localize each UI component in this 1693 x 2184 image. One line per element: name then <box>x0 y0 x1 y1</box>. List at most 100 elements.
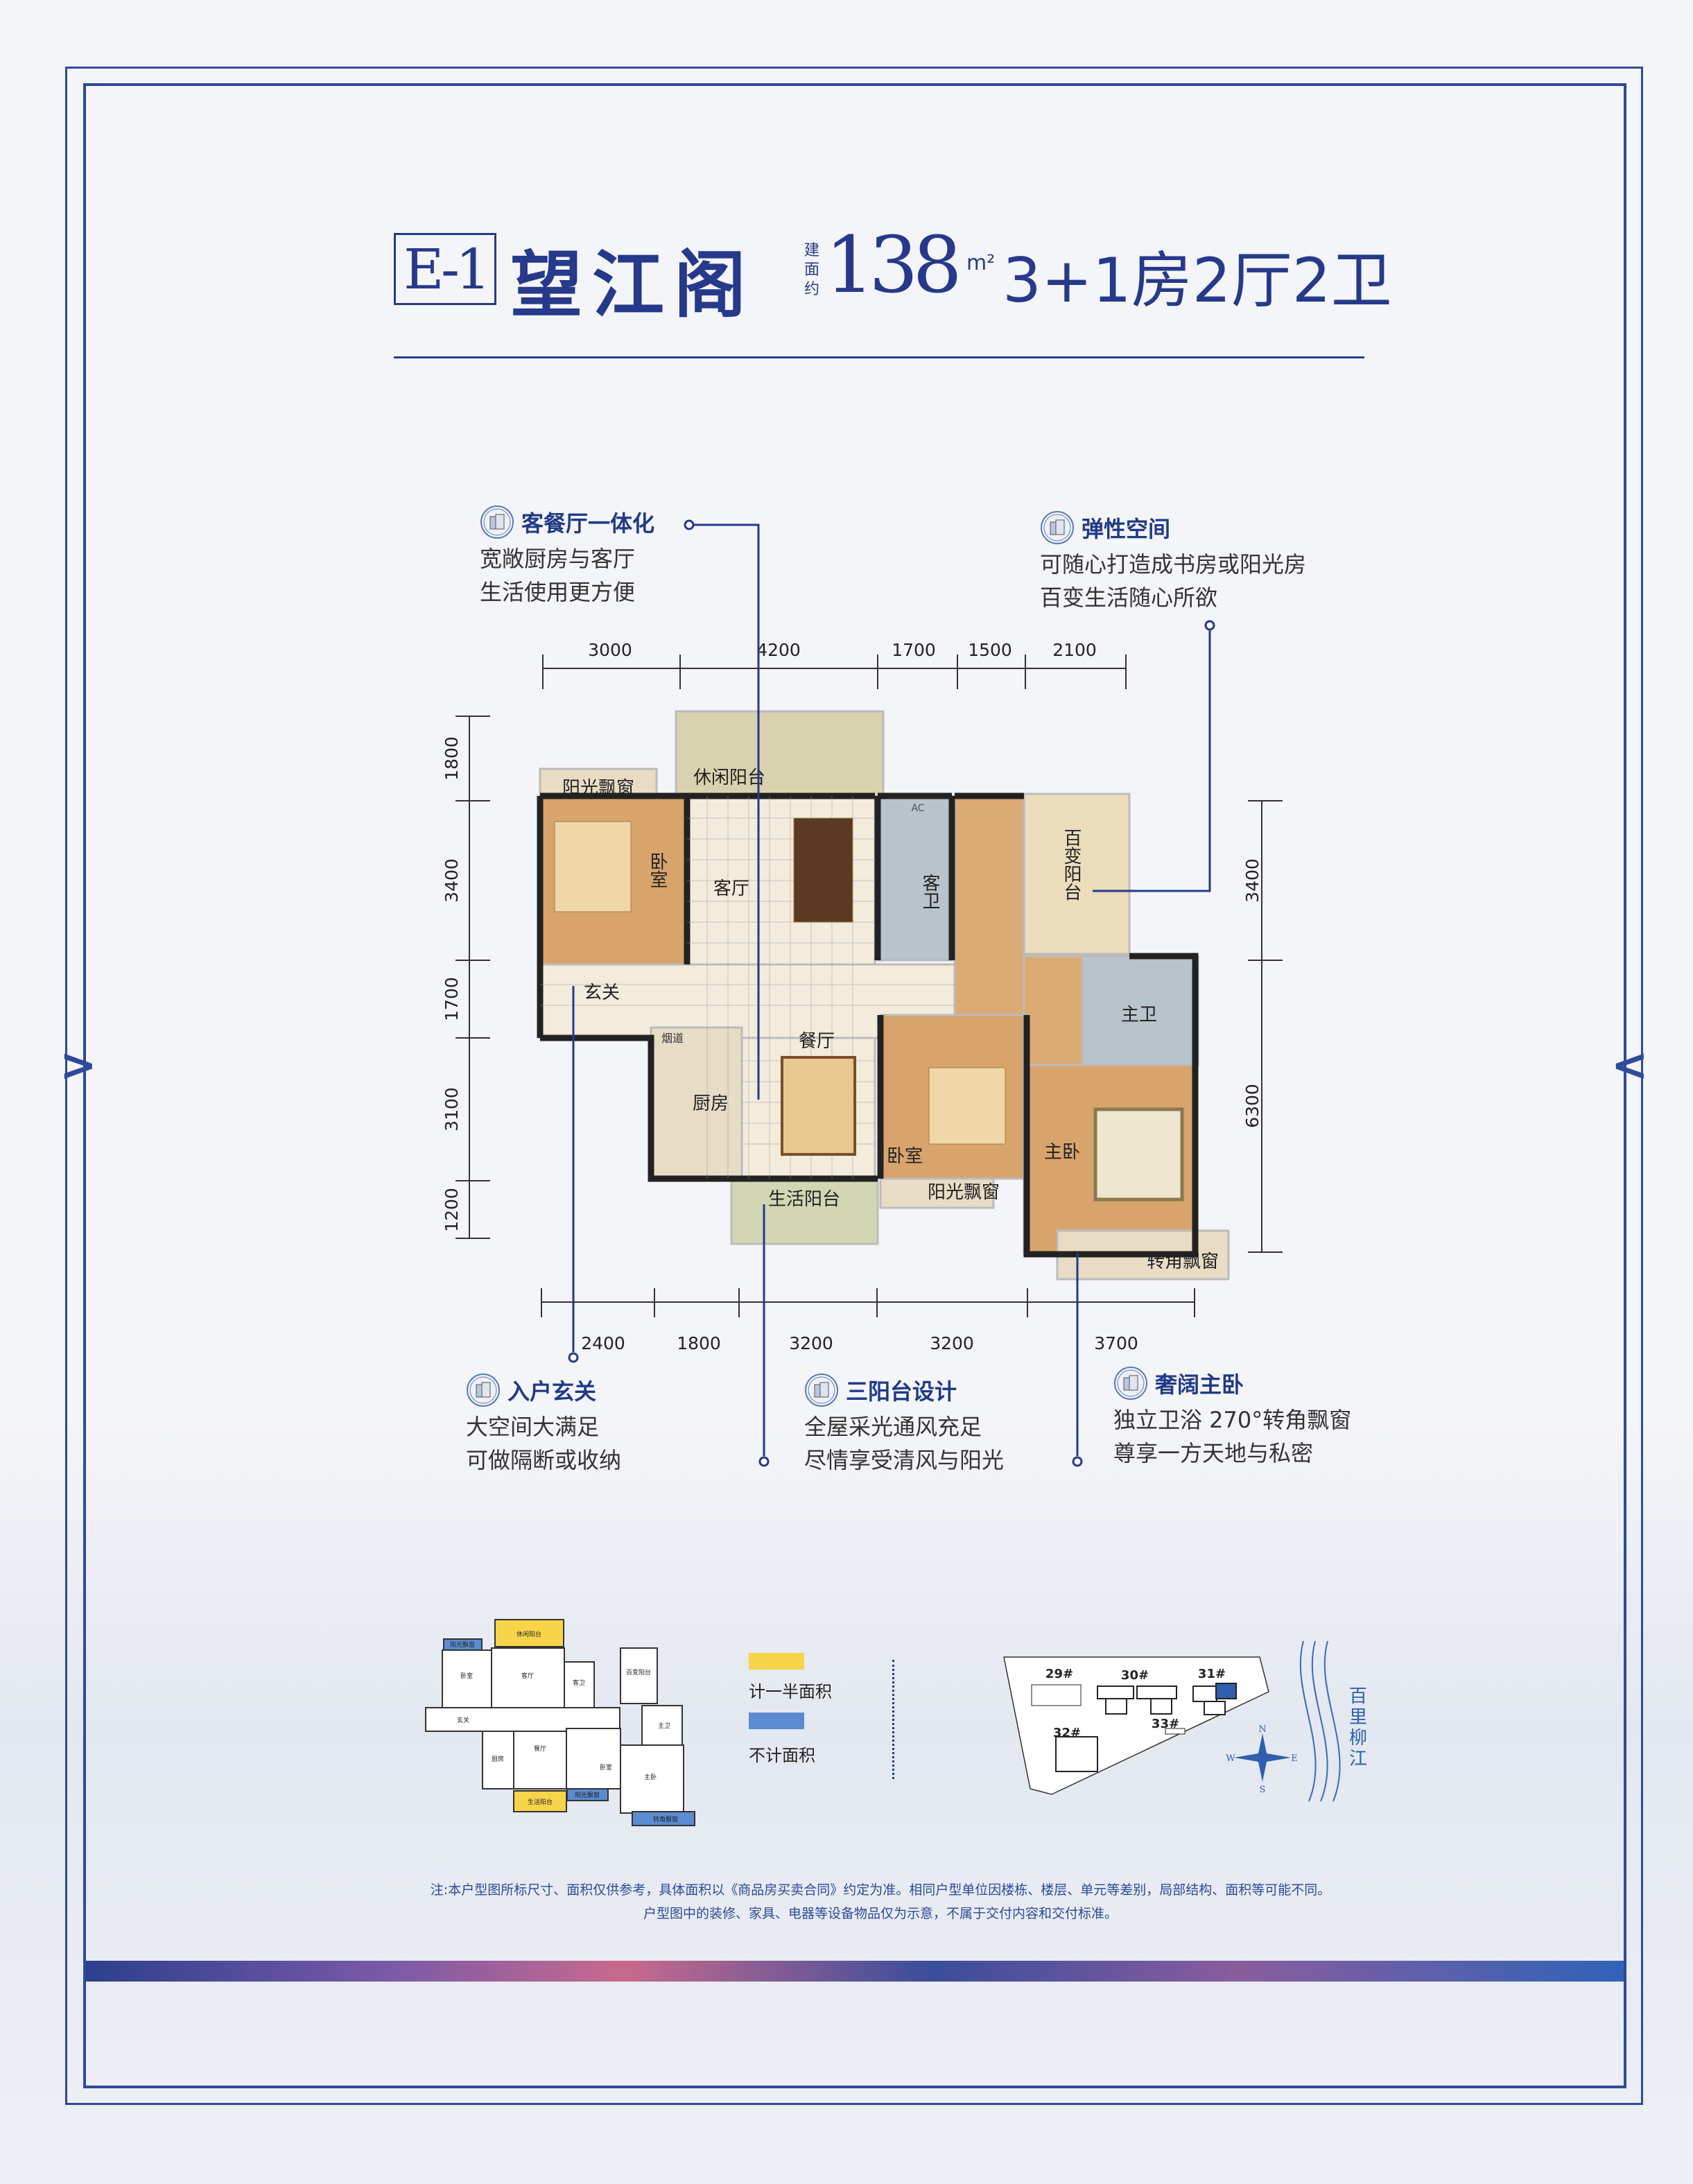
mini-foyer <box>425 1707 620 1732</box>
compass-s: S <box>1260 1785 1266 1795</box>
mini-corner-bay <box>632 1811 695 1826</box>
unit-name: 望江阁 <box>510 242 756 327</box>
label-utility-balcony: 生活阳台 <box>768 1189 840 1210</box>
river-label: 百里柳江 <box>1348 1686 1367 1769</box>
mini-master-bed <box>620 1744 684 1814</box>
sofa-icon <box>793 817 853 923</box>
mini-label: 阳光飘窗 <box>450 1640 475 1649</box>
callout-line: 可随心打造成书房或阳光房 <box>1040 551 1307 578</box>
label-master-bed: 主卧 <box>1044 1142 1080 1163</box>
dim-bottom-1: 2400 <box>581 1333 625 1353</box>
building-30b <box>1136 1685 1177 1699</box>
label-bay-mid: 阳光飘窗 <box>928 1182 1000 1203</box>
leader-lines <box>572 523 1211 1456</box>
callout-line: 百变生活随心所欲 <box>1040 584 1218 611</box>
label-guest-bath: 客卫 <box>919 874 940 910</box>
dim-top-5: 2100 <box>1052 640 1097 660</box>
legend-half-label: 计一半面积 <box>749 1682 832 1701</box>
flex-balcony <box>1023 792 1131 955</box>
label-bay-left: 阳光飘窗 <box>562 778 634 799</box>
dim-top-1: 3000 <box>588 640 632 660</box>
mini-label: 休闲阳台 <box>516 1630 541 1638</box>
label-bedroom-left: 卧室 <box>647 852 668 888</box>
label-foyer: 玄关 <box>584 982 620 1003</box>
mini-bay-mid <box>566 1788 609 1801</box>
callout-title: 弹性空间 <box>1082 516 1171 542</box>
building-icon <box>467 1373 500 1407</box>
compass-icon <box>1234 1733 1291 1782</box>
chevron-right-icon[interactable]: < <box>1611 1040 1649 1091</box>
mini-label: 主卫 <box>658 1722 670 1730</box>
legend-divider <box>892 1660 894 1779</box>
mini-flex-balcony <box>620 1647 658 1704</box>
compass-w: W <box>1226 1753 1235 1764</box>
building-label: 32# <box>1053 1726 1081 1740</box>
river-lines <box>1299 1640 1341 1802</box>
dim-left-2: 3400 <box>442 858 462 903</box>
disclaimer-line-1: 注:本户型图所标尺寸、面积仅供参考，具体面积以《商品房买卖合同》约定为准。相同户… <box>430 1882 1331 1898</box>
dimension-lines <box>455 655 1283 1317</box>
inner-frame <box>83 83 1626 2088</box>
callout-line: 独立卫浴 270°转角飘窗 <box>1113 1407 1352 1433</box>
building-31-highlight <box>1215 1683 1237 1699</box>
leisure-balcony <box>675 710 885 797</box>
disclaimer-line-2: 户型图中的装修、家具、电器等设备物品仅为示意，不属于交付内容和交付标准。 <box>643 1906 1118 1921</box>
bed-master-icon <box>1093 1107 1184 1202</box>
corridor <box>953 795 1025 1016</box>
area-unit: m² <box>966 251 996 275</box>
dim-left-5: 1200 <box>442 1188 462 1232</box>
mini-label: 生活阳台 <box>528 1798 553 1806</box>
dim-left-1: 1800 <box>442 736 462 781</box>
area-value: 138 <box>825 220 962 311</box>
dim-bottom-3: 3200 <box>789 1333 833 1353</box>
mini-label: 转角飘窗 <box>653 1815 678 1823</box>
callout-line: 尽情享受清风与阳光 <box>804 1447 1005 1473</box>
site-map: 29# 30# 31# 32# 33# N S W E <box>1003 1640 1341 1802</box>
mini-dining <box>513 1731 567 1789</box>
callout-line: 全屋采光通风充足 <box>804 1414 982 1440</box>
building-label: 29# <box>1045 1667 1073 1681</box>
mini-label: 阳光飘窗 <box>575 1791 600 1799</box>
label-bedroom-mid: 卧室 <box>887 1146 923 1167</box>
bed-mid-icon <box>928 1067 1006 1145</box>
callout-line: 可做隔断或收纳 <box>466 1447 622 1473</box>
dim-left-4: 3100 <box>442 1087 462 1132</box>
building-label: 33# <box>1152 1717 1179 1731</box>
mini-label: 餐厅 <box>534 1744 546 1753</box>
mini-label: 客厅 <box>521 1672 534 1680</box>
legend-none-label: 不计面积 <box>749 1746 815 1765</box>
callout-foyer: 入户玄关 大空间大满足 可做隔断或收纳 <box>466 1373 621 1477</box>
dim-left-3: 1700 <box>442 977 462 1021</box>
callout-master-bedroom: 奢阔主卧 独立卫浴 270°转角飘窗 尊享一方天地与私密 <box>1113 1366 1351 1470</box>
label-corner-bay: 转角飘窗 <box>1147 1251 1219 1272</box>
dim-bottom-4: 3200 <box>930 1333 974 1353</box>
mini-leisure-balcony <box>494 1619 564 1647</box>
callout-title: 奢阔主卧 <box>1155 1371 1244 1398</box>
mini-label: 卧室 <box>460 1672 473 1680</box>
mini-floor-plan: 休闲阳台 阳光飘窗 卧室 客厅 客卫 百变阳台 玄关 厨房 餐厅 生活阳台 卧室… <box>425 1619 695 1826</box>
floor-plan: 3000 4200 1700 1500 2100 1800 3400 1700 … <box>442 519 1283 1467</box>
label-dining: 餐厅 <box>799 1031 835 1052</box>
chevron-left-icon[interactable]: > <box>60 1040 97 1091</box>
dim-top-2: 4200 <box>756 640 801 660</box>
building-icon <box>1114 1367 1147 1400</box>
callout-title: 三阳台设计 <box>846 1378 957 1405</box>
unit-code: E-1 <box>394 233 496 305</box>
mini-bedroom-left <box>442 1649 492 1708</box>
building-31 <box>1192 1685 1217 1702</box>
mini-bedroom-mid <box>566 1728 621 1789</box>
building-label: 30# <box>1121 1668 1149 1683</box>
callout-line: 宽敞厨房与客厅 <box>480 546 636 572</box>
mini-label: 厨房 <box>492 1755 504 1763</box>
dim-top-3: 1700 <box>892 640 936 660</box>
mini-label: 卧室 <box>600 1763 612 1771</box>
dim-bottom-2: 1800 <box>677 1333 721 1353</box>
dim-right-1: 3400 <box>1242 858 1262 903</box>
dining-table-icon <box>781 1056 856 1156</box>
legend-none-swatch <box>749 1713 804 1729</box>
decorative-strip <box>86 1961 1624 1982</box>
room-layout: 3+1房2厅2卫 <box>1002 245 1392 316</box>
bed-left-icon <box>554 821 632 912</box>
mini-living <box>491 1647 565 1708</box>
label-leisure-balcony: 休闲阳台 <box>693 768 765 788</box>
